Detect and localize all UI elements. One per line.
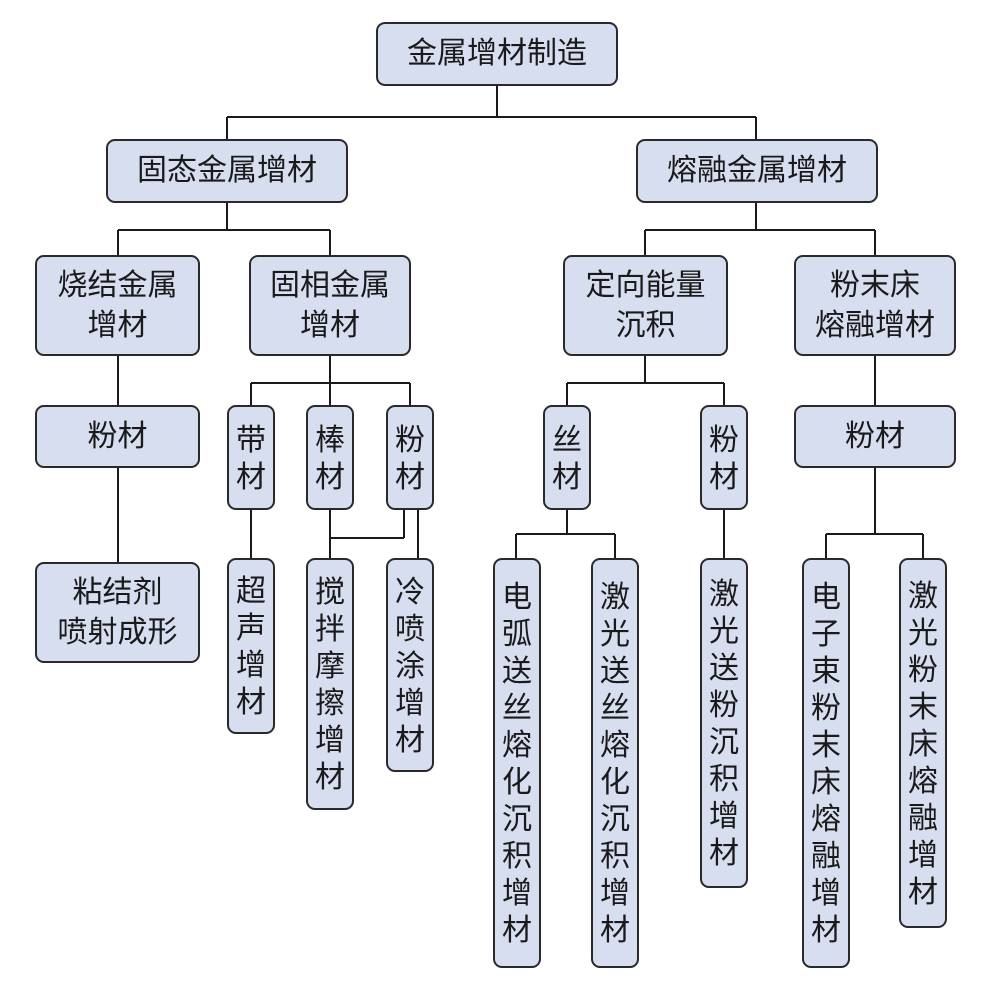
node-root: 金属增材制造 (376, 22, 618, 86)
node-binder-jetting: 粘结剂 喷射成形 (35, 562, 200, 663)
node-electron-beam-pbf: 电 子 束 粉 末 床 熔 融 增 材 (802, 558, 850, 968)
node-ded-powder: 粉 材 (700, 405, 748, 510)
node-solid-state-am: 固态金属增材 (106, 139, 348, 203)
node-solid-powder: 粉 材 (386, 405, 434, 510)
node-directed-energy-deposition: 定向能量 沉积 (563, 255, 728, 356)
node-laser-pbf: 激 光 粉 末 床 熔 融 增 材 (899, 558, 947, 928)
node-laser-wire-deposition: 激 光 送 丝 熔 化 沉 积 增 材 (591, 558, 639, 968)
node-ultrasonic-am: 超 声 增 材 (227, 558, 275, 734)
node-strip: 带 材 (227, 405, 275, 510)
node-wire: 丝 材 (543, 405, 591, 510)
node-fusion-am: 熔融金属增材 (636, 139, 878, 203)
node-sinter-powder: 粉材 (35, 405, 200, 468)
node-rod: 棒 材 (306, 405, 354, 510)
node-friction-stir-am: 搅 拌 摩 擦 增 材 (306, 558, 354, 810)
node-laser-powder-deposition: 激 光 送 粉 沉 积 增 材 (700, 558, 748, 888)
node-cold-spray-am: 冷 喷 涂 增 材 (386, 558, 434, 772)
node-arc-wire-deposition: 电 弧 送 丝 熔 化 沉 积 增 材 (493, 558, 541, 968)
node-solid-phase-am: 固相金属 增材 (249, 255, 411, 356)
node-powder-bed-fusion: 粉末床 熔融增材 (794, 255, 956, 356)
node-pbf-powder: 粉材 (794, 405, 956, 468)
node-sinter-am: 烧结金属 增材 (35, 255, 200, 356)
